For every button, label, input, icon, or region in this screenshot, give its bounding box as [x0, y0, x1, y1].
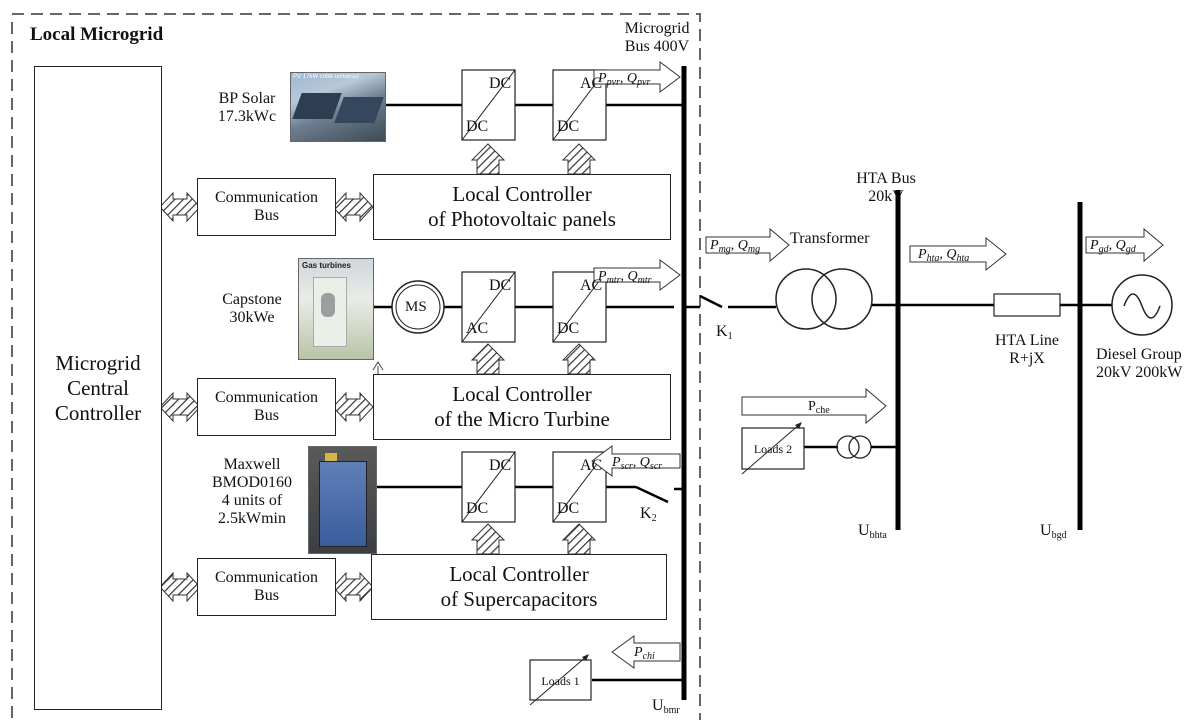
- mg-flow-label: Pmg, Qmg: [710, 237, 760, 259]
- supercap-conv2-top: AC: [580, 457, 602, 475]
- hta-flow-label: Phta, Qhta: [918, 246, 969, 268]
- k2-label: K2: [640, 505, 657, 528]
- supercap-conv1-top: DC: [489, 457, 511, 475]
- communication-bus-supercap: Communication Bus: [197, 558, 336, 616]
- transformer-symbol: [776, 269, 872, 329]
- supercap-photo: [308, 446, 377, 554]
- che-flow-label: Pche: [808, 398, 830, 420]
- supercap-control-arrow-2: [563, 524, 595, 554]
- ubhta-label: Ubhta: [858, 522, 887, 545]
- pv-control-arrow-1: [472, 144, 504, 174]
- microgrid-bus-label-2: Bus 400V: [612, 38, 702, 56]
- k2-switch-blade: [636, 487, 668, 502]
- supercap-line2: BMOD0160: [196, 474, 308, 492]
- pv-conv2-bottom: DC: [557, 118, 579, 136]
- ubmr-label: Ubmr: [652, 697, 680, 720]
- comm-arrow-turbine-left: [160, 393, 200, 421]
- turbine-control-arrow-2: [563, 344, 595, 374]
- supercap-line3: 4 units of: [196, 492, 308, 510]
- loads2-label: Loads 2: [742, 440, 804, 458]
- ubgd-label: Ubgd: [1040, 522, 1067, 545]
- transformer-label: Transformer: [790, 230, 869, 248]
- communication-bus-turbine: Communication Bus: [197, 378, 336, 436]
- supercap-conv2-bottom: DC: [557, 500, 579, 518]
- hta-bus-label-2: 20kV: [840, 188, 932, 206]
- page-title: Local Microgrid: [30, 24, 163, 46]
- local-controller-pv: Local Controller of Photovoltaic panels: [373, 174, 671, 240]
- supercap-line1: Maxwell: [196, 456, 308, 474]
- turbine-conv1-top: DC: [489, 277, 511, 295]
- central-controller: Microgrid Central Controller: [34, 66, 162, 710]
- diesel-label-2: 20kV 200kW: [1096, 364, 1182, 382]
- pv-rating: 17.3kWc: [205, 108, 289, 126]
- loads1-label: Loads 1: [530, 672, 591, 690]
- k1-label: K1: [716, 323, 733, 346]
- communication-bus-pv: Communication Bus: [197, 178, 336, 236]
- pv-flow-label: Ppvr, Qpvr: [598, 70, 650, 92]
- hta-line-label-1: HTA Line: [980, 332, 1074, 350]
- diesel-generator-symbol: [1112, 275, 1172, 335]
- comm-arrow-supercap-left: [160, 573, 200, 601]
- pv-conv1-top: DC: [489, 75, 511, 93]
- turbine-flow-label: Pmtr, Qmtr: [598, 268, 652, 290]
- comm-arrow-pv-left: [160, 193, 200, 221]
- turbine-feedback-arrow: [373, 362, 383, 374]
- turbine-conv2-bottom: DC: [557, 320, 579, 338]
- gd-flow-label: Pgd, Qgd: [1090, 237, 1136, 259]
- turbine-rating: 30kWe: [210, 309, 294, 327]
- pv-control-arrow-2: [563, 144, 595, 174]
- diesel-label-1: Diesel Group: [1096, 346, 1182, 364]
- loads2-transformer-symbol: [837, 436, 871, 458]
- k1-switch-blade: [700, 296, 722, 307]
- hta-line-impedance: [994, 294, 1060, 316]
- loads1-flow-label: Pchi: [634, 644, 655, 666]
- local-controller-supercap: Local Controller of Supercapacitors: [371, 554, 667, 620]
- supercap-line4: 2.5kWmin: [196, 510, 308, 528]
- hta-line-label-2: R+jX: [980, 350, 1074, 368]
- supercap-conv1-bottom: DC: [466, 500, 488, 518]
- pv-name: BP Solar: [205, 90, 289, 108]
- supercap-control-arrow-1: [472, 524, 504, 554]
- local-controller-turbine: Local Controller of the Micro Turbine: [373, 374, 671, 440]
- turbine-name: Capstone: [210, 291, 294, 309]
- microgrid-bus-label-1: Microgrid: [612, 20, 702, 38]
- supercap-flow-label: Pscr, Qscr: [612, 454, 662, 476]
- comm-arrow-pv-right: [333, 193, 373, 221]
- pv-conv1-bottom: DC: [466, 118, 488, 136]
- turbine-control-arrow-1: [472, 344, 504, 374]
- comm-arrow-turbine-right: [333, 393, 373, 421]
- turbine-photo: Gas turbines: [298, 258, 374, 360]
- pv-panel-photo: PV 17kW crête universol: [290, 72, 386, 142]
- comm-arrow-supercap-right: [333, 573, 373, 601]
- turbine-conv1-bottom: AC: [466, 320, 488, 338]
- ms-label: MS: [405, 298, 427, 316]
- hta-bus-label-1: HTA Bus: [840, 170, 932, 188]
